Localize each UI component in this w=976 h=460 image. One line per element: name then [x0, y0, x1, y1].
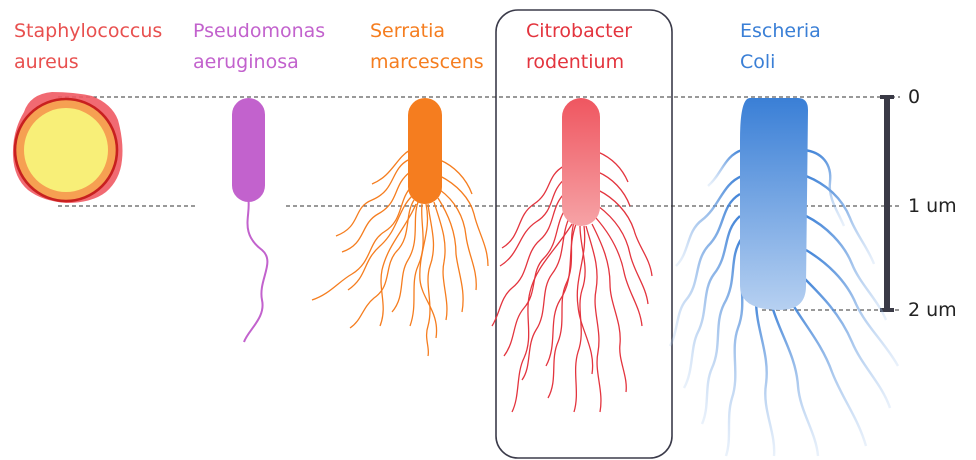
scale-label-0: 0	[908, 86, 920, 108]
coccus-sphere-icon	[13, 92, 123, 203]
bacillus-peritrichous-icon	[492, 98, 652, 412]
bacillus-single-flagellum-icon	[232, 98, 267, 342]
bacillus-peritrichous-icon	[312, 98, 488, 356]
scale-bar	[880, 97, 894, 310]
scale-label-2um: 2 um	[908, 299, 957, 321]
scale-label-1um: 1 um	[908, 195, 957, 217]
highlight-frame	[496, 10, 672, 458]
ecoli-body	[740, 98, 808, 310]
